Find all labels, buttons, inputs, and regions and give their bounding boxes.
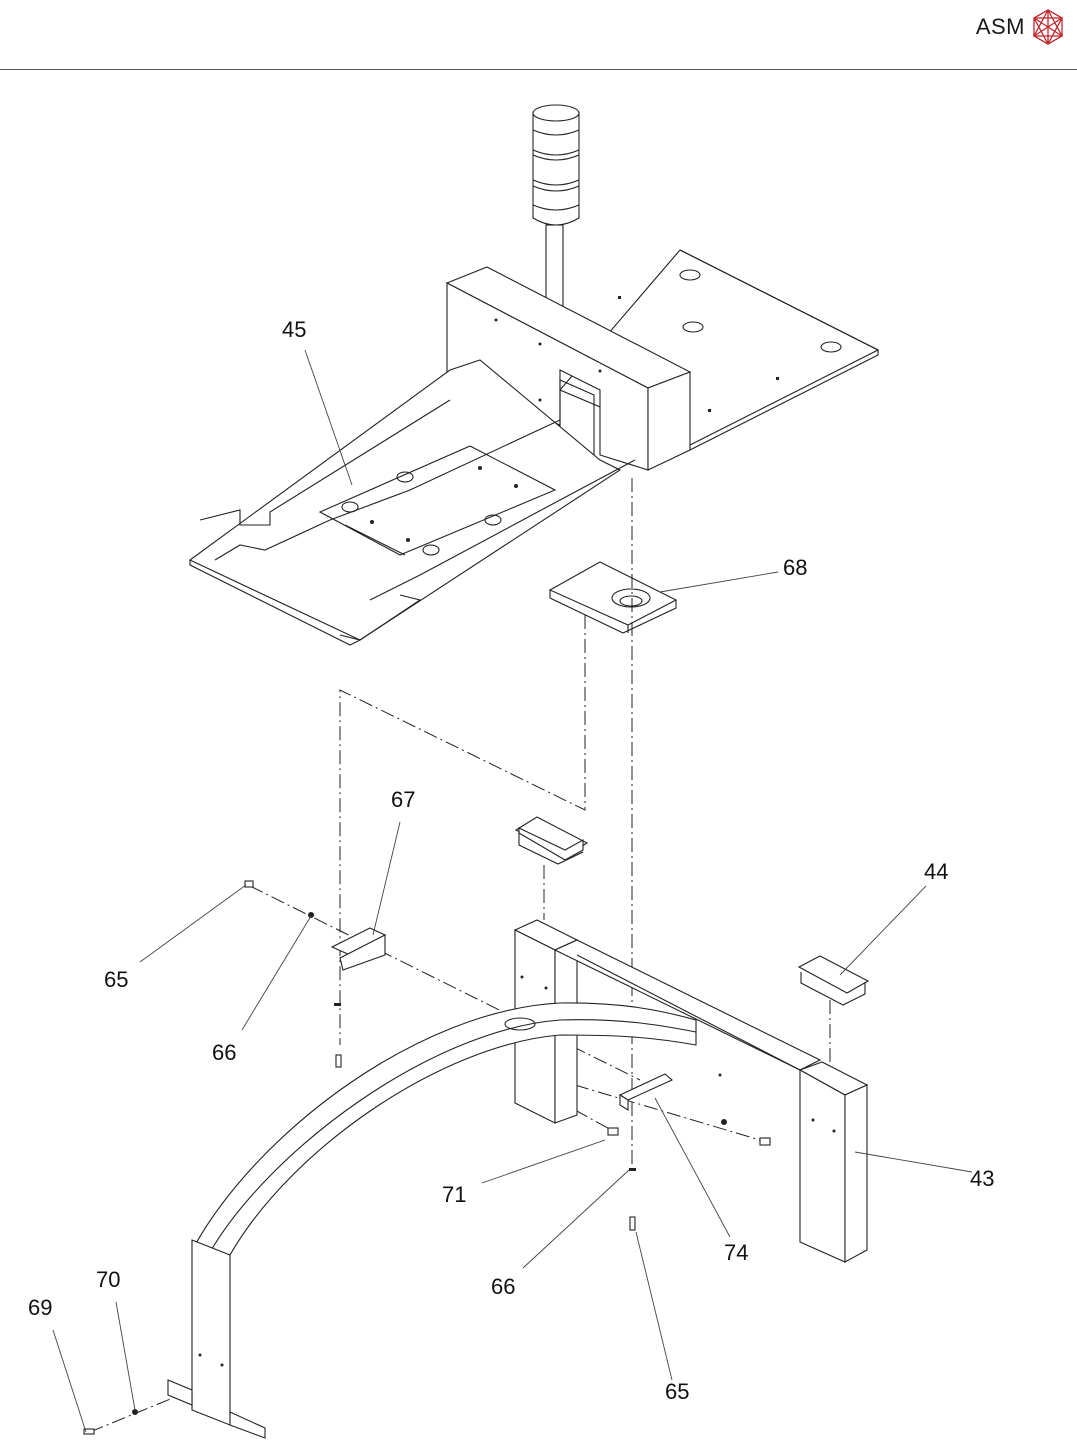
part-43-frame bbox=[167, 919, 869, 1439]
callout-66-lower: 66 bbox=[491, 1274, 515, 1299]
signal-tower-lamp bbox=[532, 104, 580, 341]
part-67-bracket bbox=[330, 927, 387, 971]
callout-45: 45 bbox=[282, 317, 306, 342]
callout-70: 70 bbox=[96, 1267, 120, 1292]
callout-43: 43 bbox=[970, 1166, 994, 1191]
callout-65-upper: 65 bbox=[104, 967, 128, 992]
callout-66-upper: 66 bbox=[212, 1040, 236, 1065]
part-44-end-caps bbox=[514, 816, 870, 1006]
brand-name: ASM bbox=[975, 14, 1025, 39]
callout-67: 67 bbox=[391, 787, 415, 812]
fasteners bbox=[83, 880, 771, 1435]
part-74-bracket bbox=[618, 1073, 674, 1111]
brand-logo: ASM bbox=[976, 8, 1065, 46]
header-divider bbox=[0, 69, 1077, 70]
callout-71: 71 bbox=[442, 1182, 466, 1207]
callout-labels: 45 68 67 44 65 66 71 43 74 66 65 70 69 bbox=[28, 317, 994, 1404]
asm-cube-logo-icon bbox=[1032, 9, 1064, 46]
leader-lines bbox=[52, 349, 973, 1433]
part-68-mounting-plate bbox=[548, 561, 678, 634]
callout-44: 44 bbox=[924, 859, 948, 884]
callout-68: 68 bbox=[783, 555, 807, 580]
callout-74: 74 bbox=[724, 1240, 748, 1265]
assembly-axis-lines bbox=[89, 478, 831, 1433]
callout-69: 69 bbox=[28, 1295, 52, 1320]
part-45-top-plate bbox=[188, 249, 880, 646]
callout-65-lower: 65 bbox=[665, 1379, 689, 1404]
page-header: ASM bbox=[0, 0, 1077, 70]
